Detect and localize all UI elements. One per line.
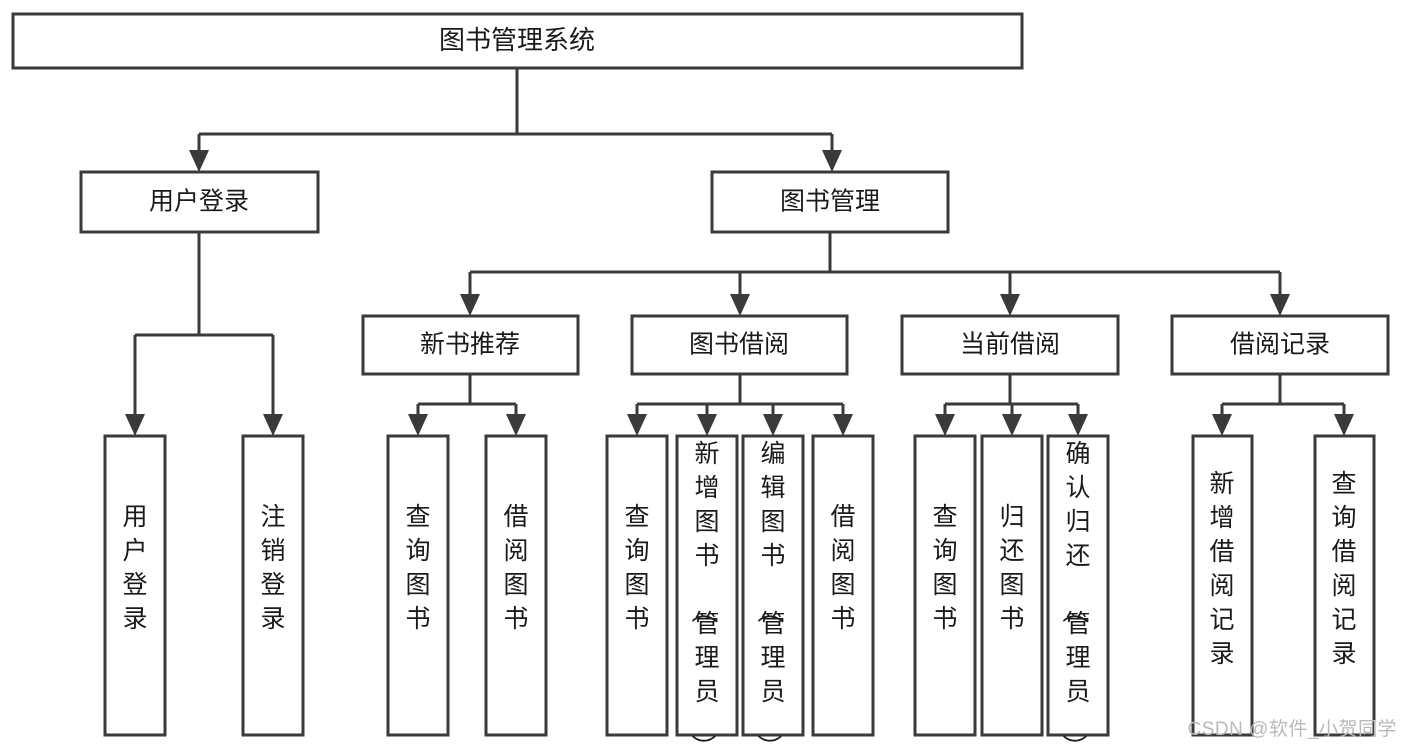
node-book-manage[interactable]: 图书管理 <box>710 170 950 234</box>
arrow-bb-leaf1-icon <box>627 414 647 436</box>
node-book-borrow[interactable]: 图书借阅 <box>630 314 849 376</box>
arrow-user-login-leaf1-icon <box>125 414 145 436</box>
leaf-add-record[interactable]: 新增借阅记录 <box>1191 434 1254 737</box>
leaf-add-record-label: 新增借阅记录 <box>1209 470 1234 668</box>
arrow-to-borrow-record-icon <box>1270 294 1290 316</box>
arrow-bb-leaf4-icon <box>833 414 853 436</box>
node-book-borrow-label: 图书借阅 <box>689 331 789 359</box>
leaf-borrow-book-1[interactable]: 借阅图书 <box>484 434 548 737</box>
node-new-book-recommend-box[interactable] <box>361 314 580 376</box>
leaf-borrow-book-2-box[interactable] <box>811 434 875 737</box>
leaf-query-book-1-box[interactable] <box>386 434 450 737</box>
node-book-manage-box[interactable] <box>710 170 950 234</box>
leaf-user-login-label: 用户登录 <box>122 503 147 633</box>
arrow-bb-leaf2-icon <box>697 414 717 436</box>
leaf-query-record-label: 查询借阅记录 <box>1331 470 1356 668</box>
arrow-bb-leaf3-icon <box>763 414 783 436</box>
node-user-login[interactable]: 用户登录 <box>79 170 320 234</box>
leaf-edit-book[interactable]: 编辑图书（管理员） <box>741 434 805 747</box>
arrow-br-leaf2-icon <box>1334 414 1354 436</box>
node-new-book-recommend-label: 新书推荐 <box>420 331 520 359</box>
node-book-manage-label: 图书管理 <box>780 188 880 216</box>
arrow-nbr-leaf2-icon <box>506 414 526 436</box>
leaf-edit-book-box[interactable] <box>741 434 805 737</box>
leaf-confirm-return-box[interactable] <box>1046 434 1110 737</box>
arrow-to-new-book-recommend-icon <box>460 294 480 316</box>
node-borrow-record-box[interactable] <box>1170 314 1390 376</box>
arrow-user-login-leaf2-icon <box>263 414 283 436</box>
node-borrow-record-label: 借阅记录 <box>1230 331 1330 359</box>
leaf-query-book-3[interactable]: 查询图书 <box>913 434 977 737</box>
leaf-query-book-3-box[interactable] <box>913 434 977 737</box>
leaf-query-book-2[interactable]: 查询图书 <box>605 434 669 737</box>
leaf-add-book[interactable]: 新增图书（管理员） <box>675 434 739 747</box>
node-new-book-recommend[interactable]: 新书推荐 <box>361 314 580 376</box>
leaf-query-record-box[interactable] <box>1313 434 1376 737</box>
leaf-borrow-book-2[interactable]: 借阅图书 <box>811 434 875 737</box>
leaf-confirm-return-label: 确认归还（管理员） <box>1059 440 1090 747</box>
arrow-cb-leaf1-icon <box>935 414 955 436</box>
leaf-user-logout-box[interactable] <box>241 434 305 737</box>
node-borrow-record[interactable]: 借阅记录 <box>1170 314 1390 376</box>
leaf-return-book[interactable]: 归还图书 <box>980 434 1044 737</box>
arrow-to-current-borrow-icon <box>1000 294 1020 316</box>
node-book-borrow-box[interactable] <box>630 314 849 376</box>
arrow-nbr-leaf1-icon <box>408 414 428 436</box>
leaf-borrow-book-1-label: 借阅图书 <box>503 503 528 633</box>
leaf-query-book-3-label: 查询图书 <box>932 503 957 633</box>
leaf-query-book-2-label: 查询图书 <box>624 503 649 633</box>
node-root-box[interactable] <box>11 12 1024 70</box>
leaf-add-book-label: 新增图书（管理员） <box>688 440 719 747</box>
leaf-query-book-1[interactable]: 查询图书 <box>386 434 450 737</box>
node-current-borrow-label: 当前借阅 <box>960 331 1060 359</box>
leaf-return-book-box[interactable] <box>980 434 1044 737</box>
node-current-borrow-box[interactable] <box>900 314 1120 376</box>
node-user-login-box[interactable] <box>79 170 320 234</box>
leaf-user-logout-label: 注销登录 <box>260 503 285 633</box>
arrow-cb-leaf2-icon <box>1002 414 1022 436</box>
arrow-to-book-manage-icon <box>822 150 842 172</box>
leaf-query-record[interactable]: 查询借阅记录 <box>1313 434 1376 737</box>
arrow-to-user-login-icon <box>189 150 209 172</box>
leaf-confirm-return[interactable]: 确认归还（管理员） <box>1046 434 1110 747</box>
arrow-to-book-borrow-icon <box>730 294 750 316</box>
node-root[interactable]: 图书管理系统 <box>11 12 1024 70</box>
arrow-cb-leaf3-icon <box>1068 414 1088 436</box>
node-current-borrow[interactable]: 当前借阅 <box>900 314 1120 376</box>
leaf-return-book-label: 归还图书 <box>999 503 1024 633</box>
leaf-edit-book-label: 编辑图书（管理员） <box>754 440 785 747</box>
node-user-login-label: 用户登录 <box>149 188 249 216</box>
leaf-add-record-box[interactable] <box>1191 434 1254 737</box>
arrow-br-leaf1-icon <box>1212 414 1232 436</box>
leaf-borrow-book-1-box[interactable] <box>484 434 548 737</box>
leaf-user-logout[interactable]: 注销登录 <box>241 434 305 737</box>
connector-layer <box>125 68 1354 436</box>
leaf-query-book-2-box[interactable] <box>605 434 669 737</box>
leaf-add-book-box[interactable] <box>675 434 739 737</box>
leaf-borrow-book-2-label: 借阅图书 <box>830 503 855 633</box>
node-root-label: 图书管理系统 <box>439 25 595 55</box>
leaf-user-login-box[interactable] <box>103 434 167 737</box>
leaf-user-login[interactable]: 用户登录 <box>103 434 167 737</box>
leaf-query-book-1-label: 查询图书 <box>405 503 430 633</box>
